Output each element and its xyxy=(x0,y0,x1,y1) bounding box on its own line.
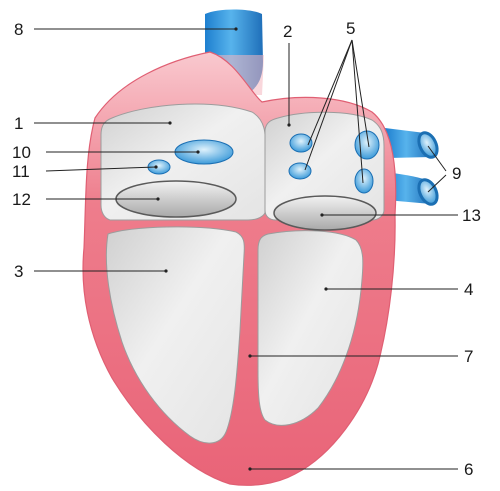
label-10: 10 xyxy=(12,143,31,162)
valve-13 xyxy=(274,196,376,230)
label-13: 13 xyxy=(462,206,481,225)
label-11: 11 xyxy=(12,162,30,181)
label-3: 3 xyxy=(14,262,23,281)
label-9: 9 xyxy=(452,164,461,183)
opening-5b xyxy=(289,163,311,179)
left-lower-chamber xyxy=(106,227,244,443)
opening-5d xyxy=(355,169,373,193)
label-1: 1 xyxy=(14,114,23,133)
label-2: 2 xyxy=(283,22,292,41)
label-6: 6 xyxy=(464,460,473,479)
label-5: 5 xyxy=(346,19,355,38)
label-4: 4 xyxy=(464,280,473,299)
label-8: 8 xyxy=(14,20,23,39)
label-12: 12 xyxy=(12,190,31,209)
label-7: 7 xyxy=(464,347,473,366)
